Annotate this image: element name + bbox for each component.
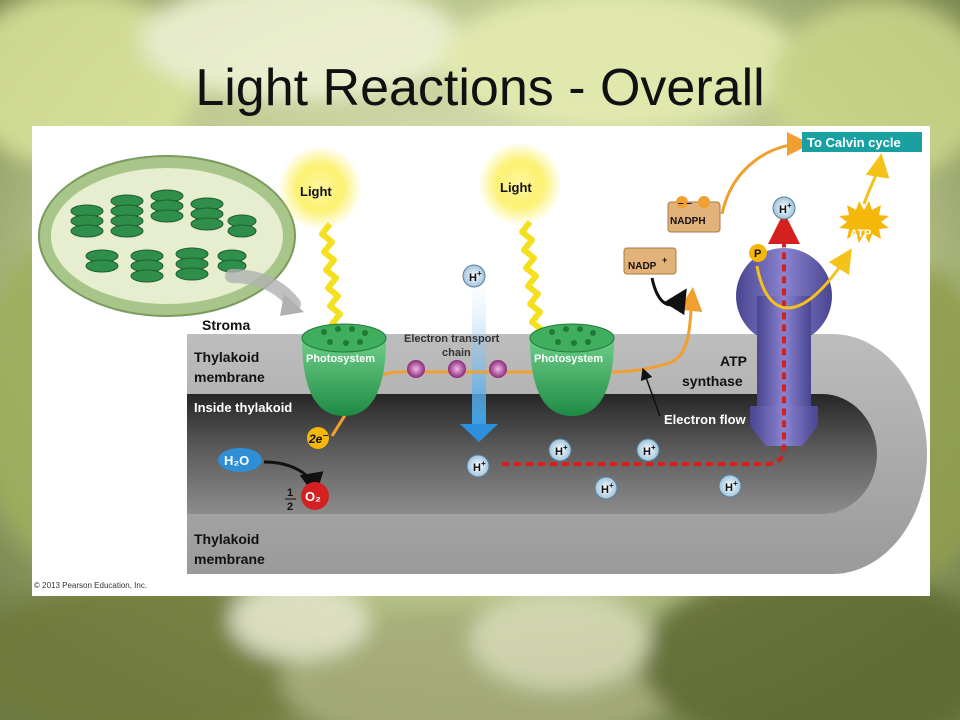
proton-flow-path	[502, 212, 800, 466]
svg-text:–: –	[323, 430, 329, 441]
atp-synthase-label-1: ATP	[720, 353, 747, 369]
electron-flow-label: Electron flow	[664, 412, 747, 427]
water-label: H₂O	[224, 453, 249, 468]
svg-text:H: H	[601, 484, 609, 496]
thylakoid-membrane-label-top-2: membrane	[194, 369, 265, 385]
copyright-text: © 2013 Pearson Education, Inc.	[34, 581, 147, 590]
svg-text:– –: – –	[678, 198, 692, 209]
nadp-plus-label: NADP	[628, 261, 657, 272]
svg-text:+: +	[651, 443, 656, 452]
light-reactions-diagram: H + H + H + H + H + H + H + To Calvin cy…	[34, 132, 927, 590]
proton-bubble-icon: H +	[594, 476, 618, 500]
oxygen-label: O₂	[305, 489, 321, 504]
nadph-icon: – – NADPH	[667, 196, 721, 233]
svg-text:+: +	[477, 269, 482, 278]
thylakoid-membrane-label-bottom-2: membrane	[194, 551, 265, 567]
proton-bubble-icon: H +	[718, 474, 742, 498]
svg-text:H: H	[643, 446, 651, 458]
diagram-panel: H + H + H + H + H + H + H + To Calvin cy…	[32, 126, 930, 596]
atp-to-calvin-path	[862, 153, 890, 205]
svg-text:H: H	[473, 462, 481, 474]
light-label-1: Light	[300, 184, 332, 199]
svg-text:2: 2	[287, 501, 293, 513]
svg-text:P: P	[754, 248, 761, 260]
svg-text:+: +	[733, 479, 738, 488]
atp-synthase-arc	[755, 248, 852, 310]
nadp-plus-icon: NADP +	[623, 247, 677, 275]
phosphate-icon: P	[749, 244, 767, 262]
light-bolt-icon	[478, 142, 562, 342]
proton-bubble-icon: H +	[548, 438, 572, 462]
nadph-label: NADPH	[670, 216, 706, 227]
svg-text:2e: 2e	[308, 432, 323, 446]
atp-star-icon: ATP	[839, 201, 889, 243]
electron-flow-pointer	[640, 367, 661, 417]
atp-synthase-label-2: synthase	[682, 373, 743, 389]
svg-text:+: +	[662, 255, 667, 265]
electron-transport-label-2: chain	[442, 347, 471, 359]
thylakoid-membrane-label-top-1: Thylakoid	[194, 349, 259, 365]
inside-thylakoid-label: Inside thylakoid	[194, 400, 292, 415]
svg-text:H: H	[779, 204, 787, 216]
water-molecule-icon: H₂O	[218, 448, 262, 472]
svg-text:+: +	[563, 443, 568, 452]
proton-bubble-icon: H +	[462, 264, 486, 288]
svg-text:1: 1	[287, 487, 293, 499]
proton-bubble-icon: H +	[772, 196, 796, 220]
photosystem-label-2: Photosystem	[534, 353, 603, 365]
to-calvin-cycle-badge	[802, 132, 922, 152]
svg-text:+: +	[609, 481, 614, 490]
light-bolt-icon	[278, 146, 362, 344]
photosystem-i-icon	[529, 323, 615, 416]
svg-text:+: +	[481, 459, 486, 468]
proton-pump-arrow	[460, 286, 498, 442]
light-label-2: Light	[500, 180, 532, 195]
photosystem-label-1: Photosystem	[306, 353, 375, 365]
stroma-label: Stroma	[202, 317, 250, 333]
thylakoid-membrane-label-bottom-1: Thylakoid	[194, 531, 259, 547]
proton-bubble-icon: H +	[466, 454, 490, 478]
proton-bubble-icon: H +	[636, 438, 660, 462]
svg-text:+: +	[787, 201, 792, 210]
electron-transport-label-1: Electron transport	[404, 333, 500, 345]
nadp-reduction-arrow	[650, 277, 687, 316]
chloroplast-icon	[38, 155, 304, 317]
slide-title: Light Reactions - Overall	[195, 59, 765, 117]
svg-text:H: H	[555, 446, 563, 458]
to-calvin-cycle-label: To Calvin cycle	[807, 135, 901, 150]
oxygen-molecule-icon: O₂ 1 2	[285, 482, 329, 513]
photosystem-ii-icon	[301, 323, 387, 416]
svg-text:H: H	[725, 482, 733, 494]
electron-to-calvin-path	[720, 132, 811, 215]
electron-pair-icon: 2e –	[307, 427, 329, 449]
svg-text:H: H	[469, 272, 477, 284]
atp-label: ATP	[850, 228, 871, 240]
electron-carrier-beads	[407, 360, 507, 378]
